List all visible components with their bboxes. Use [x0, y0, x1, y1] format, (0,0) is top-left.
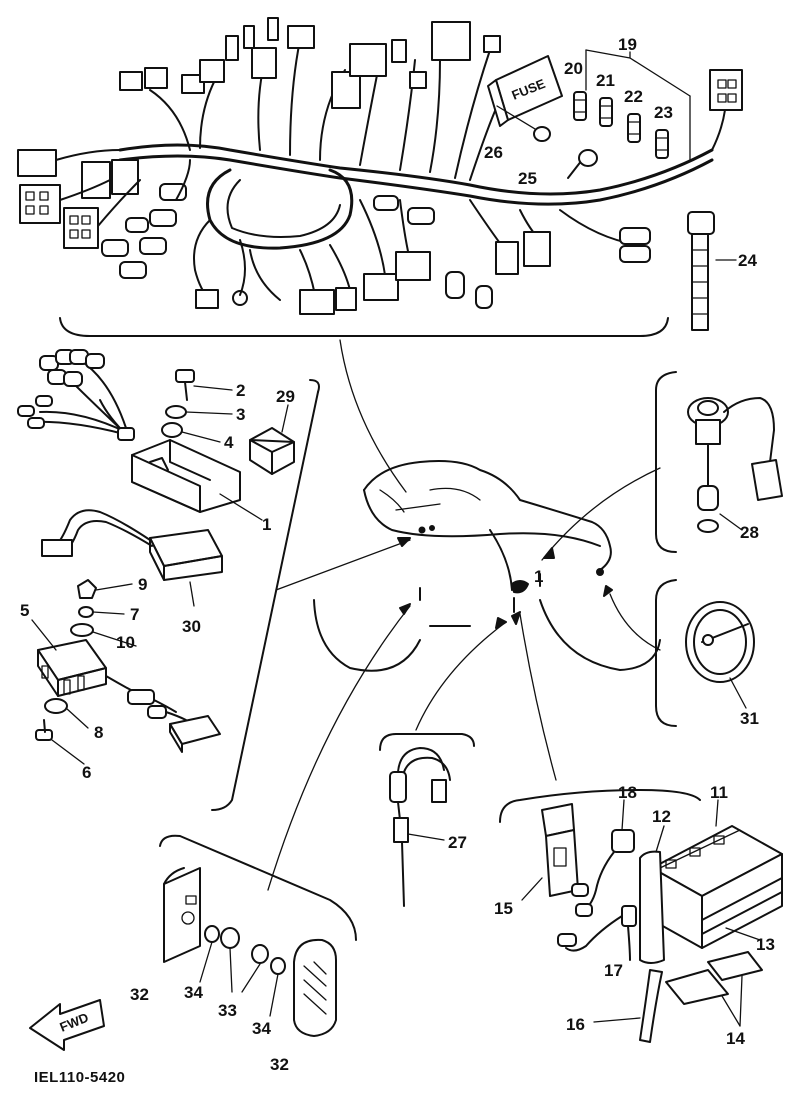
part-label-7: 7	[130, 605, 139, 624]
reflector-32-right-icon	[293, 938, 337, 1037]
part-label-34-right: 34	[252, 1019, 271, 1038]
part-label-2: 2	[236, 381, 245, 400]
bolt-6-icon	[35, 719, 85, 765]
part-label-17: 17	[604, 961, 623, 980]
part-label-24: 24	[738, 251, 757, 270]
fuse-20-icon	[573, 91, 587, 121]
fuse-21-icon	[599, 97, 613, 127]
part-label-29: 29	[276, 387, 295, 406]
part-label-28: 28	[740, 523, 759, 542]
cdi-unit-1	[17, 349, 241, 513]
part-label-11: 11	[710, 783, 728, 802]
part-label-12: 12	[652, 807, 671, 826]
part-label-16: 16	[566, 1015, 585, 1034]
part-label-31: 31	[740, 709, 759, 728]
bolt-2-icon	[175, 369, 233, 401]
part-label-20: 20	[564, 59, 583, 78]
washer-26-icon	[533, 126, 551, 142]
reflector-32-icon	[163, 867, 201, 963]
washer-3-icon	[165, 405, 233, 419]
bottom-center-panel	[379, 733, 475, 907]
washer-34-icon	[199, 925, 286, 1017]
relay-29-icon	[249, 404, 295, 475]
part-label-6: 6	[82, 763, 91, 782]
part-label-32-left: 32	[130, 985, 149, 1004]
part-label-13: 13	[756, 935, 775, 954]
part-label-26: 26	[484, 143, 503, 162]
part-label-21: 21	[596, 71, 615, 90]
part-label-10: 10	[116, 633, 135, 652]
rectifier-30-icon	[41, 509, 223, 607]
neutral-switch-28-icon	[687, 397, 783, 533]
part-label-14: 14	[726, 1029, 745, 1048]
diagram-reference-code: IEL110-5420	[34, 1069, 125, 1086]
part-label-3: 3	[236, 405, 245, 424]
fuse-23-icon	[655, 129, 669, 159]
washer-10-icon	[70, 623, 137, 647]
motorcycle-outline	[267, 339, 661, 891]
washer-7-icon	[78, 606, 125, 618]
part-label-1-cdi: 1	[262, 515, 271, 534]
battery-pad-14-icon	[665, 951, 763, 1027]
battery-11-icon	[651, 799, 783, 949]
part-label-22: 22	[624, 87, 643, 106]
part-label-27: 27	[448, 833, 467, 852]
part-label-5: 5	[20, 601, 29, 620]
right-panel	[655, 371, 783, 727]
fuse-22-icon	[627, 113, 641, 143]
part-label-4: 4	[224, 433, 234, 452]
part-label-18: 18	[618, 783, 637, 802]
washer-8-icon	[44, 698, 89, 729]
part-number-labels: 19 20 21 22 23 26 25 24 2 3 4 29 1 30 9 …	[20, 35, 775, 1074]
grommet-31-icon	[685, 601, 755, 709]
part-label-19: 19	[618, 35, 637, 54]
fuse-holder-17-icon	[565, 905, 637, 961]
battery-band-12-icon	[639, 825, 665, 964]
forward-direction-icon: FWD	[29, 999, 105, 1051]
part-label-34-left: 34	[184, 983, 203, 1002]
part-label-9: 9	[138, 575, 147, 594]
reflector-panel	[159, 834, 357, 1037]
nut-33-icon	[220, 927, 269, 993]
sensor-27-icon	[389, 747, 451, 907]
battery-panel	[499, 789, 783, 1043]
nut-9-icon	[77, 579, 133, 599]
breather-hose-16-icon	[593, 969, 663, 1043]
part-label-8: 8	[94, 723, 103, 742]
part-label-30: 30	[182, 617, 201, 636]
main-wire-harness	[17, 17, 743, 337]
part-label-25: 25	[518, 169, 537, 188]
part-label-32-right: 32	[270, 1055, 289, 1074]
washer-4-icon	[161, 422, 221, 443]
part-label-33: 33	[218, 1001, 237, 1020]
ignition-coil-5-icon	[31, 619, 221, 753]
fuse-box: FUSE	[487, 49, 691, 179]
starter-relay-18-icon	[557, 799, 635, 947]
part-label-23: 23	[654, 103, 673, 122]
screw-25-icon	[578, 149, 598, 167]
left-panel	[17, 349, 320, 811]
cable-tie-24-icon	[687, 211, 737, 331]
part-label-1-harness: 1	[534, 567, 543, 586]
part-label-15: 15	[494, 899, 513, 918]
battery-cover-15-icon	[521, 803, 579, 901]
